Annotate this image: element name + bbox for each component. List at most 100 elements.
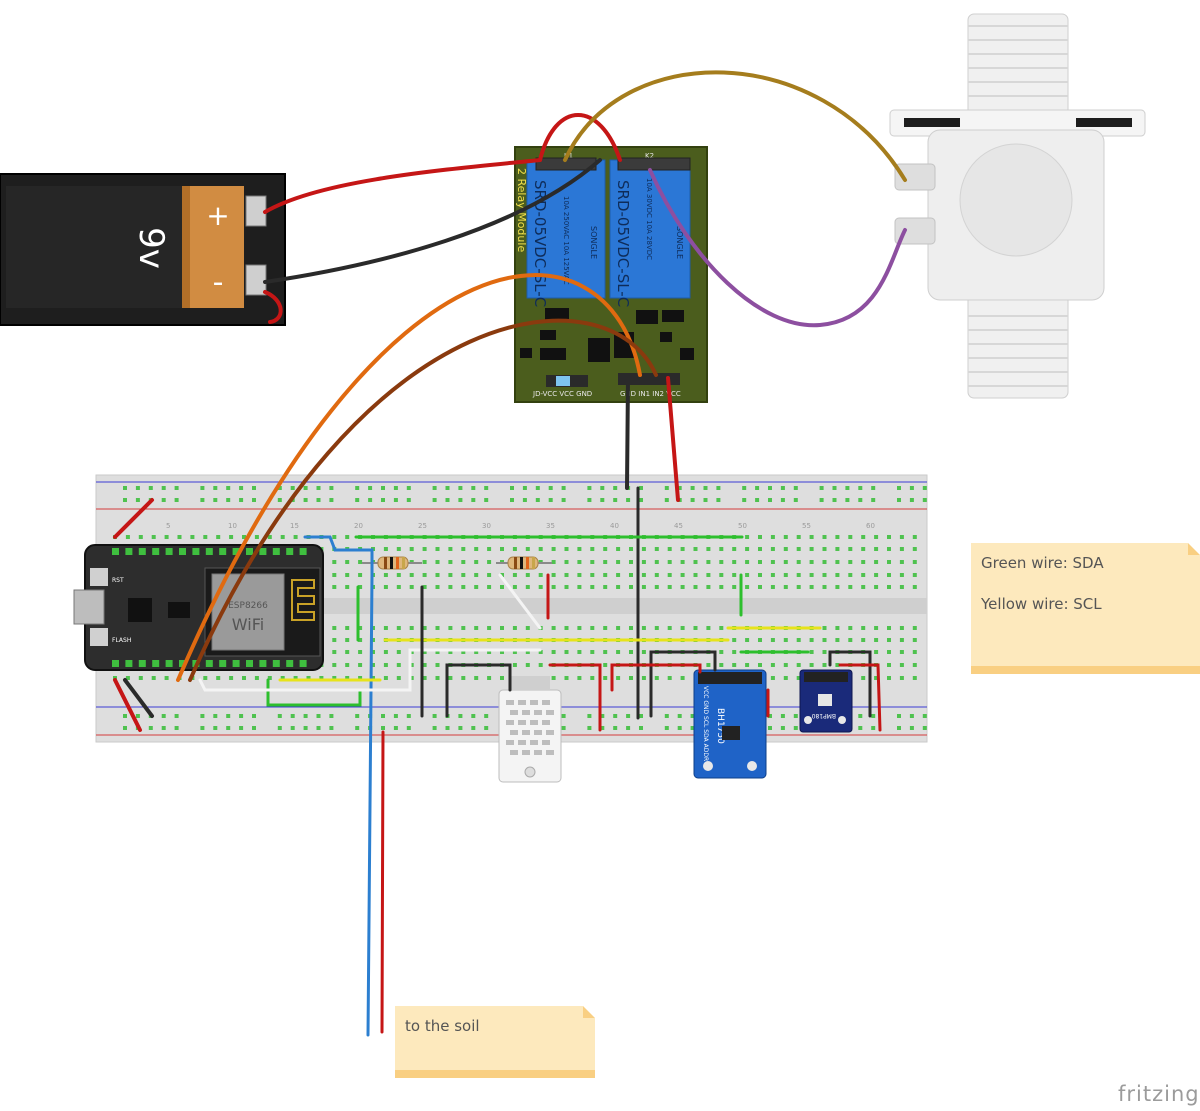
breadboard-rail-hole	[148, 726, 153, 730]
breadboard-rail-hole	[200, 714, 205, 718]
breadboard-hole	[680, 547, 685, 551]
breadboard-hole	[164, 535, 169, 539]
mcu-pin	[286, 548, 294, 555]
breadboard-rail-hole	[252, 714, 256, 718]
breadboard-hole	[577, 547, 582, 551]
breadboard-hole	[125, 676, 130, 680]
wire-white-diagonal	[498, 573, 542, 630]
breadboard-hole	[848, 547, 853, 551]
breadboard-rail-hole	[793, 498, 798, 502]
resistor-2	[496, 556, 552, 570]
breadboard-hole	[306, 676, 311, 680]
breadboard-hole	[448, 626, 453, 630]
breadboard-rail-hole	[613, 486, 618, 490]
breadboard-hole	[719, 650, 724, 654]
breadboard-hole	[280, 676, 285, 680]
breadboard-hole	[835, 638, 840, 642]
breadboard-hole	[500, 547, 504, 551]
breadboard-hole	[525, 547, 530, 551]
mcu-pin	[152, 660, 160, 667]
breadboard-hole	[603, 626, 608, 630]
breadboard-hole	[770, 663, 775, 667]
breadboard-rail-hole	[897, 726, 901, 730]
breadboard-hole	[616, 560, 621, 564]
breadboard-hole	[783, 676, 788, 680]
breadboard-rail-hole	[690, 714, 695, 718]
breadboard-hole	[822, 626, 827, 630]
wire-rail-red-bottom	[113, 678, 142, 732]
relay-k2-brand: SONGLE	[675, 226, 684, 259]
breadboard-rail-hole	[303, 726, 308, 730]
column-number: 35	[546, 522, 555, 530]
breadboard-hole	[874, 638, 879, 642]
breadboard-hole	[590, 560, 595, 564]
breadboard-hole	[487, 626, 492, 630]
breadboard-hole	[796, 560, 801, 564]
breadboard-rail-hole	[148, 486, 153, 490]
breadboard-rail-hole	[381, 486, 385, 490]
breadboard-hole	[590, 676, 595, 680]
breadboard-hole	[512, 663, 517, 667]
breadboard-hole	[383, 676, 388, 680]
breadboard-rail-hole	[677, 726, 682, 730]
mcu-pin	[246, 660, 253, 667]
breadboard-hole	[512, 573, 517, 577]
dht-vent	[510, 730, 518, 735]
breadboard-rail-hole	[897, 714, 901, 718]
breadboard-hole	[809, 650, 814, 654]
breadboard-hole	[435, 676, 440, 680]
breadboard-hole	[654, 573, 659, 577]
breadboard-hole	[461, 585, 466, 589]
mcu-chip-label: ESP8266	[228, 601, 268, 611]
breadboard-hole	[603, 547, 608, 551]
breadboard-hole	[822, 650, 827, 654]
breadboard-rail-hole	[252, 486, 256, 490]
valve-threads	[968, 25, 1068, 387]
breadboard-rail-hole	[316, 714, 321, 718]
breadboard-rail-hole	[561, 486, 566, 490]
breadboard-hole	[809, 547, 814, 551]
breadboard-hole	[796, 585, 801, 589]
wire-relay-purple	[648, 168, 907, 328]
relay-k2-model: SRD-05VDC-SL-C	[614, 180, 632, 307]
breadboard-rail-hole	[406, 714, 411, 718]
breadboard-hole	[603, 676, 608, 680]
breadboard-hole	[474, 585, 479, 589]
breadboard-hole	[448, 547, 453, 551]
breadboard-rail-hole	[484, 498, 489, 502]
breadboard-hole	[383, 573, 388, 577]
breadboard-rail-hole	[742, 498, 747, 502]
breadboard-hole	[758, 663, 762, 667]
breadboard-rail-hole	[510, 486, 514, 490]
dht-vent	[522, 730, 530, 735]
column-number: 5	[166, 522, 170, 530]
breadboard-hole	[745, 573, 750, 577]
breadboard-rail-hole	[587, 714, 592, 718]
breadboard-hole	[332, 676, 337, 680]
breadboard-hole	[551, 650, 556, 654]
breadboard-hole	[332, 535, 337, 539]
mcu-pin	[232, 548, 240, 555]
breadboard-rail-hole	[664, 726, 669, 730]
breadboard-rail-hole	[639, 726, 643, 730]
breadboard-rail-hole	[277, 498, 282, 502]
breadboard-rail-hole	[432, 726, 437, 730]
breadboard-rail-hole	[561, 498, 566, 502]
mcu-pin	[286, 660, 294, 667]
column-number: 15	[290, 522, 299, 530]
breadboard-hole	[603, 573, 608, 577]
battery-plus-symbol: +	[206, 199, 229, 232]
breadboard-hole	[164, 676, 169, 680]
wire-green-mcu	[266, 678, 362, 707]
breadboard-rail-hole	[471, 498, 476, 502]
wire-battery-loop	[263, 290, 283, 324]
relay-k1-brand: SONGLE	[589, 226, 598, 259]
breadboard-rail-hole	[858, 498, 863, 502]
battery-black-wrap	[6, 186, 182, 308]
breadboard-rail-hole	[239, 726, 244, 730]
breadboard-rail-hole	[135, 714, 140, 718]
breadboard-hole	[422, 573, 427, 577]
breadboard-rail-hole	[355, 486, 360, 490]
breadboard-rail-hole	[432, 486, 437, 490]
breadboard-hole	[293, 676, 298, 680]
